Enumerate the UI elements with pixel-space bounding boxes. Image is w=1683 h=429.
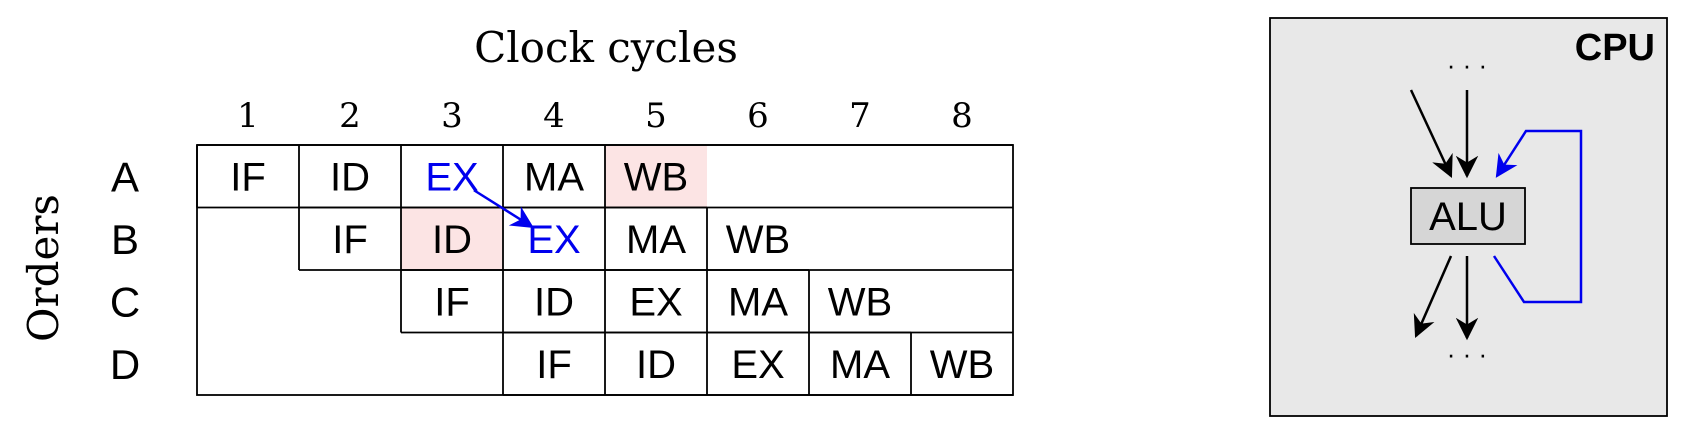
order-label: D [110, 341, 140, 388]
pipeline-cells [401, 145, 707, 270]
stage-labels: IF ID EX MA WB IF ID EX MA WB IF ID EX MA WB IF ID EX MA WB [230, 155, 994, 387]
stage-label: ID [534, 280, 574, 324]
stage-label: WB [930, 343, 994, 387]
stage-label: IF [434, 280, 470, 324]
forwarding-arrow [473, 189, 534, 228]
stage-label: EX [731, 343, 784, 387]
cycle-label: 3 [441, 96, 463, 136]
output-ellipsis: · · · [1447, 339, 1487, 369]
cycle-label: 4 [543, 96, 565, 136]
cycle-label: 2 [339, 96, 361, 136]
stage-label: EX [527, 218, 580, 262]
stage-label: IF [230, 155, 266, 199]
stage-label: EX [629, 280, 682, 324]
cpu-block: CPU · · · ALU · · · [1269, 17, 1668, 417]
stage-label: WB [726, 218, 790, 262]
cycle-label: 8 [951, 96, 973, 136]
stage-label: MA [524, 155, 584, 199]
stage-label: WB [624, 155, 688, 199]
stage-label: EX [425, 155, 478, 199]
chart-title: Clock cycles [474, 23, 738, 72]
stage-label: IF [332, 218, 368, 262]
highlight-cell [401, 207, 503, 270]
stage-label: WB [828, 280, 892, 324]
alu-feedback-loop [1492, 129, 1583, 304]
stage-label: ID [330, 155, 370, 199]
alu-label: ALU [1429, 195, 1507, 239]
y-axis-label: Orders [19, 194, 68, 342]
stage-label: MA [830, 343, 890, 387]
output-arrow-diagonal [1413, 255, 1453, 339]
stage-label: MA [728, 280, 788, 324]
cycle-label: 5 [645, 96, 667, 136]
cpu-title: CPU [1575, 27, 1655, 69]
order-label: B [111, 216, 139, 263]
highlight-cell [605, 145, 707, 208]
alu-box [1410, 187, 1526, 245]
stage-label: ID [432, 218, 472, 262]
pipeline-frame [196, 144, 1014, 396]
stage-label: IF [536, 343, 572, 387]
cycle-label: 1 [237, 96, 259, 136]
stage-label: ID [636, 343, 676, 387]
order-label: C [110, 278, 140, 325]
cycle-label: 7 [849, 96, 871, 136]
order-label: A [111, 153, 139, 200]
cycle-label: 6 [747, 96, 769, 136]
stage-label: MA [626, 218, 686, 262]
input-arrow-diagonal [1409, 89, 1453, 179]
pipeline-borders [196, 144, 1014, 396]
input-ellipsis: · · · [1447, 50, 1487, 80]
cycle-labels: 1 2 3 4 5 6 7 8 [237, 96, 973, 136]
